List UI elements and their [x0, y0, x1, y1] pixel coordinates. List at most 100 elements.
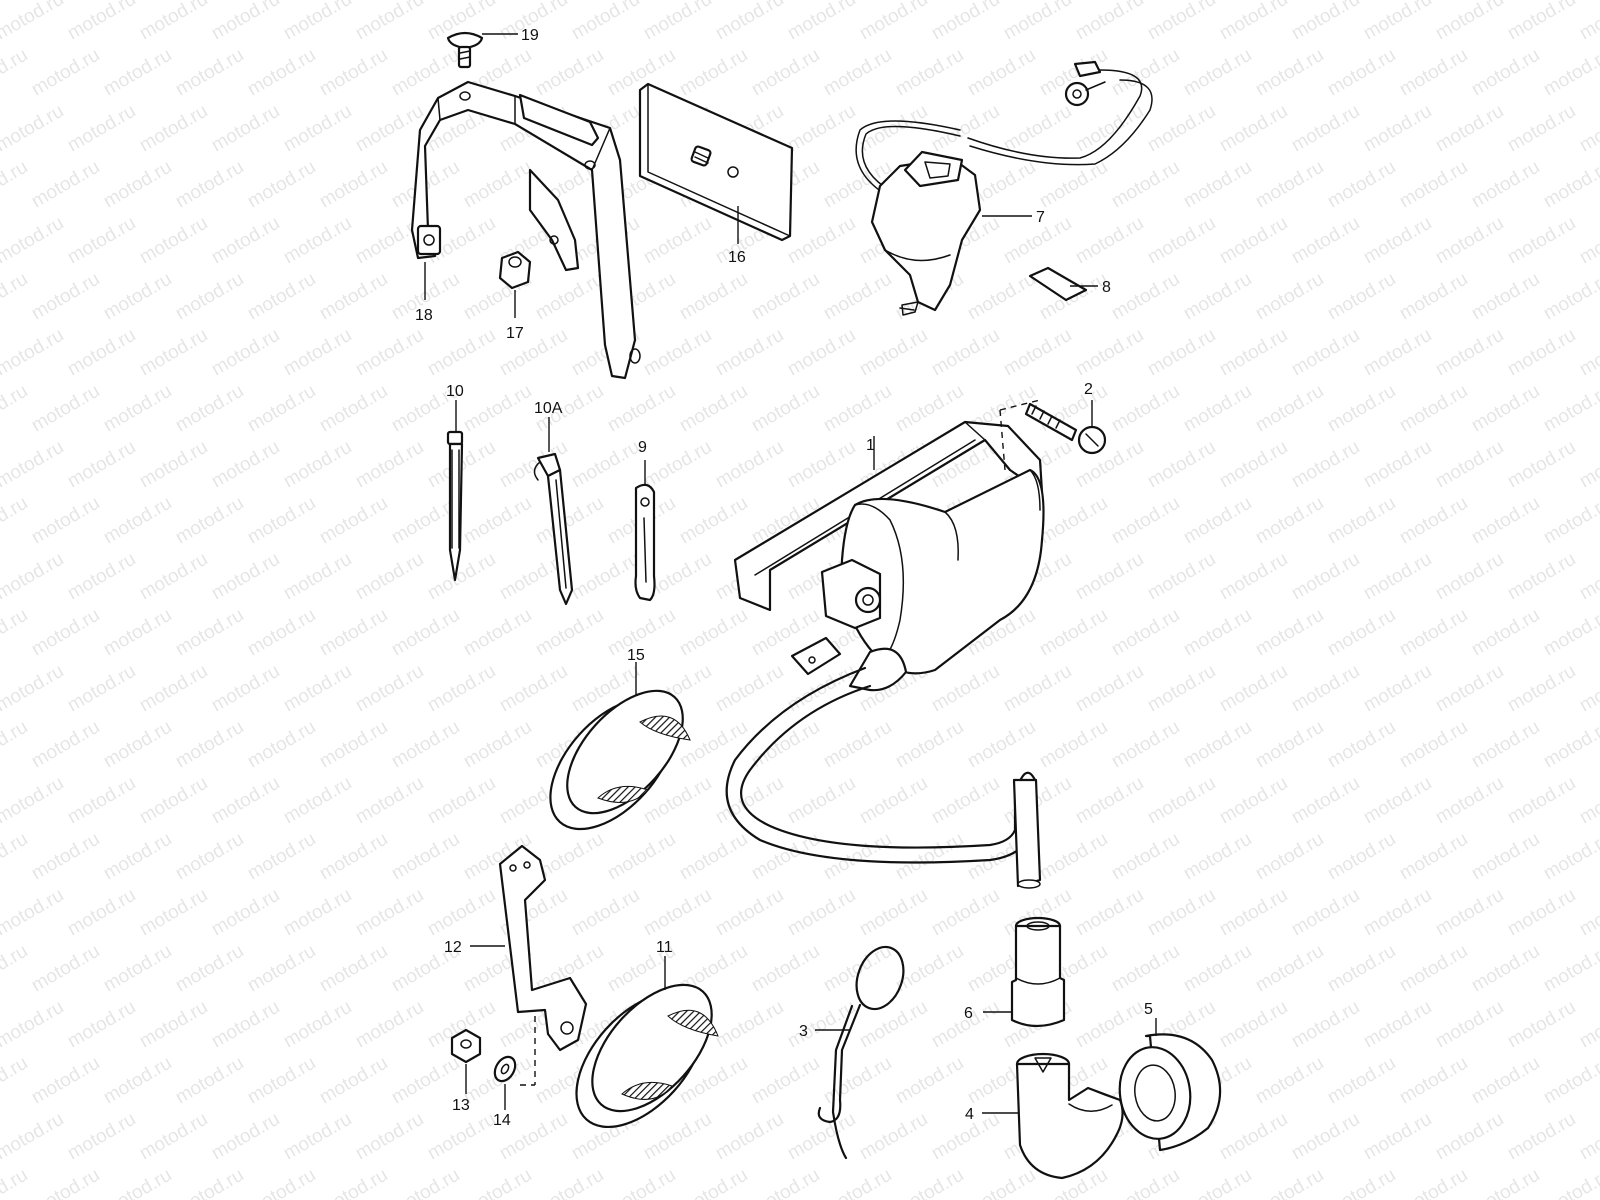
watermark-text: motod.ru [964, 45, 1039, 101]
watermark-text: motod.ru [604, 1165, 679, 1200]
watermark-text: motod.ru [100, 157, 175, 213]
watermark-text: motod.ru [964, 717, 1039, 773]
watermark-text: motod.ru [640, 213, 715, 269]
watermark-text: motod.ru [712, 885, 787, 941]
watermark-text: motod.ru [1108, 45, 1183, 101]
callout-18: 18 [415, 307, 433, 324]
watermark-text: motod.ru [856, 325, 931, 381]
watermark-text: motod.ru [1288, 1109, 1363, 1165]
watermark-text: motod.ru [784, 0, 859, 44]
watermark-text: motod.ru [280, 437, 355, 493]
part-10-cable-tie [446, 400, 464, 582]
watermark-text: motod.ru [1360, 0, 1435, 44]
watermark-text: motod.ru [784, 885, 859, 941]
watermark-text: motod.ru [1288, 437, 1363, 493]
watermark-text: motod.ru [0, 549, 67, 605]
watermark-text: motod.ru [1216, 325, 1291, 381]
watermark-text: motod.ru [1108, 157, 1183, 213]
watermark-text: motod.ru [1468, 45, 1543, 101]
part-1-ignition-coil [725, 399, 1045, 889]
watermark-text: motod.ru [1432, 0, 1507, 44]
watermark-text: motod.ru [640, 885, 715, 941]
part-3-spring-clip [815, 945, 905, 1160]
watermark-text: motod.ru [1108, 605, 1183, 661]
watermark-text: motod.ru [244, 1053, 319, 1109]
watermark-text: motod.ru [892, 1053, 967, 1109]
watermark-text: motod.ru [1216, 885, 1291, 941]
watermark-text: motod.ru [784, 325, 859, 381]
watermark-text: motod.ru [0, 213, 67, 269]
watermark-text: motod.ru [1252, 1053, 1327, 1109]
callout-1: 1 [866, 437, 875, 454]
watermark-text: motod.ru [1576, 773, 1600, 829]
watermark-text: motod.ru [1432, 213, 1507, 269]
watermark-text: motod.ru [1108, 493, 1183, 549]
watermark-text: motod.ru [1324, 717, 1399, 773]
watermark-text: motod.ru [532, 493, 607, 549]
watermark-text: motod.ru [568, 885, 643, 941]
watermark-text: motod.ru [1180, 381, 1255, 437]
watermark-text: motod.ru [1252, 269, 1327, 325]
watermark-text: motod.ru [352, 549, 427, 605]
watermark-text: motod.ru [316, 269, 391, 325]
callout-10a: 10A [534, 400, 563, 417]
watermark-text: motod.ru [1072, 997, 1147, 1053]
watermark-text: motod.ru [28, 157, 103, 213]
watermark-text: motod.ru [1396, 941, 1471, 997]
callout-8: 8 [1102, 279, 1111, 296]
watermark-text: motod.ru [1396, 493, 1471, 549]
watermark-text: motod.ru [352, 0, 427, 44]
watermark-text: motod.ru [892, 829, 967, 885]
watermark-text: motod.ru [1396, 157, 1471, 213]
watermark-text: motod.ru [712, 773, 787, 829]
watermark-text: motod.ru [64, 213, 139, 269]
watermark-text: motod.ru [1036, 717, 1111, 773]
watermark-text: motod.ru [784, 101, 859, 157]
watermark-text: motod.ru [1324, 45, 1399, 101]
watermark-text: motod.ru [1180, 493, 1255, 549]
watermark-text: motod.ru [640, 325, 715, 381]
watermark-text: motod.ru [64, 549, 139, 605]
watermark-text: motod.ru [1540, 381, 1600, 437]
watermark-text: motod.ru [892, 717, 967, 773]
watermark-text: motod.ru [1504, 773, 1579, 829]
watermark-text: motod.ru [100, 493, 175, 549]
watermark-text: motod.ru [424, 661, 499, 717]
watermark-text: motod.ru [100, 1053, 175, 1109]
watermark-text: motod.ru [0, 493, 31, 549]
watermark-text: motod.ru [676, 493, 751, 549]
watermark-text: motod.ru [1252, 157, 1327, 213]
watermark-text: motod.ru [1396, 717, 1471, 773]
watermark-text: motod.ru [424, 885, 499, 941]
watermark-text: motod.ru [928, 325, 1003, 381]
watermark-text: motod.ru [1396, 1165, 1471, 1200]
watermark-text: motod.ru [1216, 0, 1291, 44]
watermark-text: motod.ru [676, 269, 751, 325]
callout-19: 19 [521, 27, 539, 44]
watermark-text: motod.ru [64, 661, 139, 717]
part-4-plug-cap [982, 1052, 1124, 1180]
watermark-text: motod.ru [244, 941, 319, 997]
watermark-text: motod.ru [820, 1053, 895, 1109]
watermark-text: motod.ru [1108, 381, 1183, 437]
watermark-text: motod.ru [316, 381, 391, 437]
watermark-text: motod.ru [316, 1053, 391, 1109]
watermark-text: motod.ru [1540, 941, 1600, 997]
watermark-text: motod.ru [172, 717, 247, 773]
watermark-text: motod.ru [28, 45, 103, 101]
watermark-text: motod.ru [28, 829, 103, 885]
callout-15: 15 [627, 647, 645, 664]
part-16-reflector-plate [638, 82, 794, 244]
watermark-text: motod.ru [172, 605, 247, 661]
watermark-text: motod.ru [136, 325, 211, 381]
callout-13: 13 [452, 1097, 470, 1114]
watermark-text: motod.ru [1216, 997, 1291, 1053]
watermark-text: motod.ru [280, 213, 355, 269]
watermark-text: motod.ru [1504, 1109, 1579, 1165]
watermark-text: motod.ru [0, 661, 67, 717]
watermark-text: motod.ru [1288, 213, 1363, 269]
watermark-text: motod.ru [856, 0, 931, 44]
watermark-text: motod.ru [280, 101, 355, 157]
watermark-text: motod.ru [0, 101, 67, 157]
watermark-text: motod.ru [712, 661, 787, 717]
